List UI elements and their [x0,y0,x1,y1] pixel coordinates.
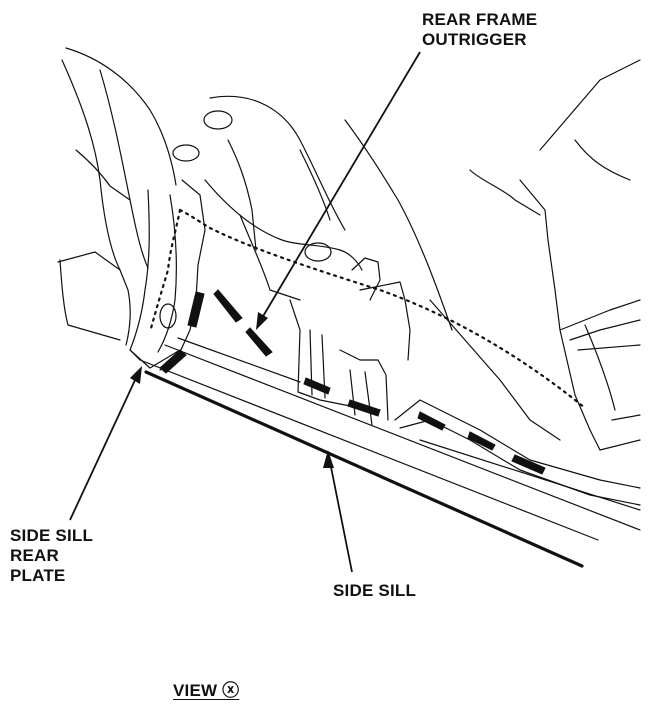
rear-frame-outrigger-line-1: REAR FRAME [422,10,538,29]
side-sill-rear-plate-label: SIDE SILL REAR PLATE [10,526,93,586]
side-sill-rear-plate-line-2: REAR [10,546,59,565]
side-sill-rear-plate-line-3: PLATE [10,566,66,585]
sill-plate-arrowhead [130,366,142,384]
outrigger-arrow [261,51,421,319]
view-caption: VIEW ⓧ [173,681,240,700]
leader-arrows [69,51,421,573]
side-sill-arrowhead [323,450,334,468]
outrigger-arrowhead [256,312,268,330]
side-sill-drawing [139,337,641,568]
sill-plate-arrow [69,377,137,521]
side-sill-label: SIDE SILL [333,581,417,600]
dotted-reference-line [148,208,587,410]
side-sill-arrow [329,461,353,573]
side-sill-rear-plate-line-1: SIDE SILL [10,526,94,545]
body-outline [57,47,641,506]
rear-frame-outrigger-line-2: OUTRIGGER [422,30,527,49]
rear-frame-outrigger-label: REAR FRAME OUTRIGGER [422,10,537,50]
weld-marks [159,289,546,475]
